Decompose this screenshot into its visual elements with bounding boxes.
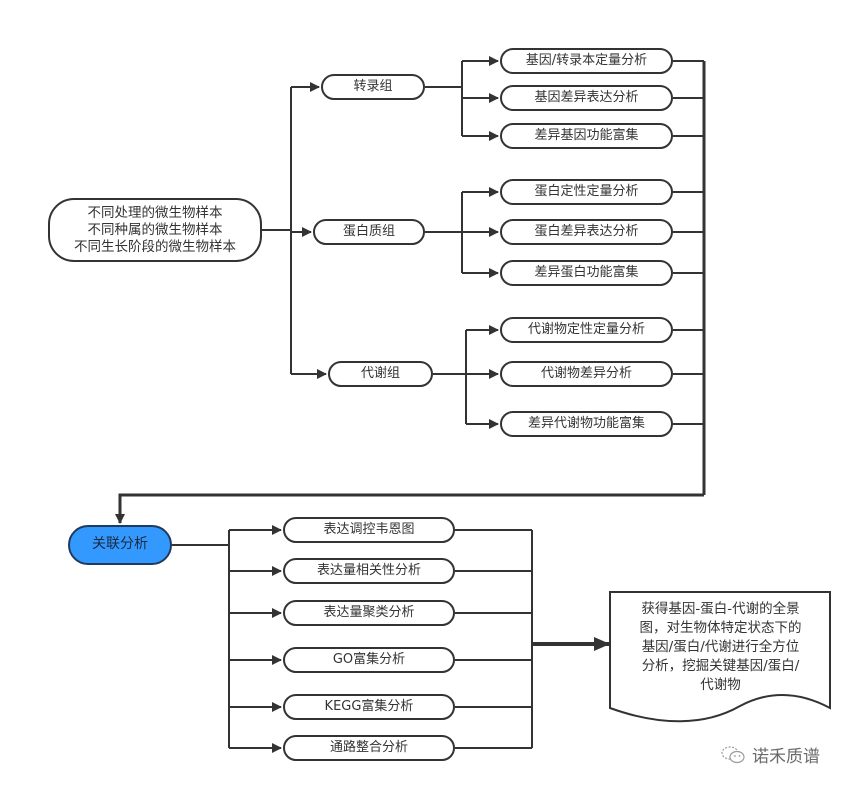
integration-analysis-item: 表达调控韦恩图: [283, 517, 455, 543]
analysis-node: 基因差异表达分析: [500, 85, 673, 111]
outcome-line: 基因/蛋白/代谢进行全方位: [641, 639, 800, 655]
outcome-line: 获得基因-蛋白-代谢的全景: [641, 601, 800, 617]
connector-analysis-out: [455, 529, 532, 749]
watermark: 诺禾质谱: [720, 742, 820, 767]
transcriptome-node: 转录组: [321, 74, 425, 100]
analysis-node: 蛋白定性定量分析: [500, 179, 673, 205]
outcome-line: 代谢物: [700, 677, 741, 693]
wechat-icon: [721, 745, 745, 763]
outcome-text: 获得基因-蛋白-代谢的全景 图，对生物体特定状态下的 基因/蛋白/代谢进行全方位…: [618, 600, 823, 695]
analysis-node: 代谢物差异分析: [500, 361, 673, 387]
integration-analysis-item: KEGG富集分析: [283, 694, 455, 720]
source-samples-node: 不同处理的微生物样本 不同种属的微生物样本 不同生长阶段的微生物样本: [48, 198, 262, 262]
analysis-node: 差异基因功能富集: [500, 123, 673, 149]
source-line: 不同处理的微生物样本: [87, 204, 223, 221]
integration-analysis-item: 表达量聚类分析: [283, 600, 455, 626]
source-line: 不同种属的微生物样本: [87, 221, 223, 238]
watermark-text: 诺禾质谱: [752, 747, 820, 767]
analysis-node: 差异代谢物功能富集: [500, 411, 673, 437]
integration-analysis-item: GO富集分析: [283, 647, 455, 673]
analysis-node: 代谢物定性定量分析: [500, 317, 673, 343]
integration-analysis-item: 通路整合分析: [283, 735, 455, 761]
outcome-document-shape: [609, 591, 831, 723]
connector-leaf-out: [673, 60, 704, 425]
outcome-line: 图，对生物体特定状态下的: [639, 620, 802, 636]
proteome-node: 蛋白质组: [313, 219, 425, 245]
integration-analysis-node: 关联分析: [68, 525, 172, 565]
analysis-node: 基因/转录本定量分析: [500, 48, 673, 74]
metabolome-node: 代谢组: [328, 361, 433, 387]
source-line: 不同生长阶段的微生物样本: [74, 238, 236, 255]
analysis-node: 蛋白差异表达分析: [500, 219, 673, 245]
arrow-to-integration: [115, 493, 704, 524]
integration-analysis-item: 表达量相关性分析: [283, 558, 455, 584]
outcome-line: 分析，挖掘关键基因/蛋白/: [641, 658, 800, 674]
analysis-node: 差异蛋白功能富集: [500, 260, 673, 286]
